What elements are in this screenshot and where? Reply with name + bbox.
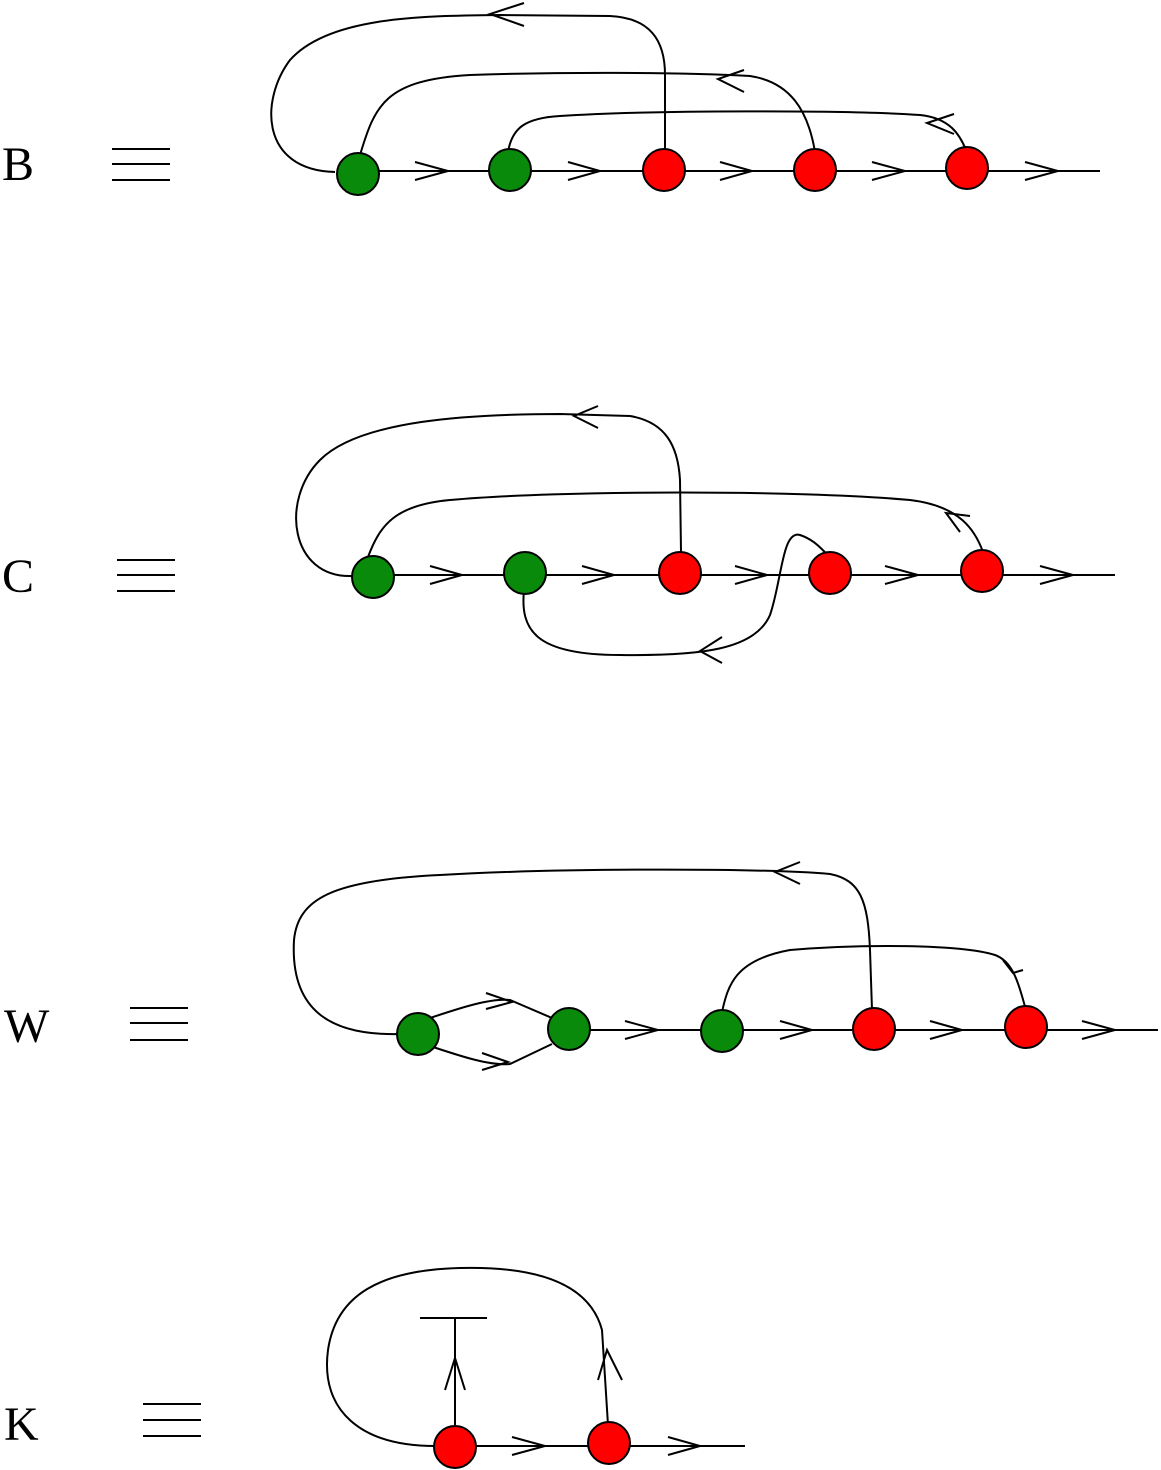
node-red [960,549,1004,593]
feedback-edge [507,110,967,153]
feedback-edge [292,868,873,1036]
node-red [1004,1005,1048,1049]
node-green [351,555,395,599]
feedback-edge [295,412,682,578]
feedback-edge [359,71,816,156]
edge-arrowhead [1002,959,1024,975]
feedback-edge [721,945,1027,1013]
node-green [488,148,532,192]
feedback-edge [522,533,829,657]
edge-arrowhead [485,992,516,1010]
node-red [587,1421,631,1465]
equivalence-symbol [130,1007,188,1041]
equivalence-symbol [143,1403,201,1437]
node-red [642,148,686,192]
node-red [433,1425,477,1469]
diagram-b: B [2,2,1100,196]
diagram-label-c: C [2,550,34,603]
arrowheads [511,1436,704,1456]
diagram-label-w: W [4,1000,50,1053]
edge-arrowhead [772,861,801,885]
node-green [396,1012,440,1056]
edge-arrowhead [943,511,971,533]
diagram-k: K [4,1266,745,1469]
parallel-edge [429,998,553,1019]
node-green [503,551,547,595]
feedback-edge [326,1266,609,1447]
arrowheads [624,1020,1119,1040]
equivalence-symbol [117,559,175,592]
edge-arrowhead [924,113,955,135]
diagram-w: W [4,861,1158,1071]
edge-arrowhead [698,636,723,664]
edge-arrowhead [715,69,745,93]
edge-arrowhead [597,1347,623,1381]
node-red [808,551,852,595]
parallel-edge [429,1043,553,1066]
node-green [700,1009,744,1053]
edge-arrowhead [571,405,599,429]
node-red [852,1007,896,1051]
node-red [658,551,702,595]
node-green [547,1007,591,1051]
edge-arrowhead [481,1052,512,1071]
edge-arrowhead [486,2,525,27]
feedback-edge [270,13,666,173]
diagram-c: C [2,405,1115,664]
arrowheads [414,161,1062,181]
feedback-edge [367,491,984,558]
node-red [793,148,837,192]
diagram-label-b: B [2,138,34,191]
diagram-label-k: K [4,1398,39,1451]
node-green [336,152,380,196]
node-red [945,146,989,190]
edge-arrowhead [444,1354,466,1391]
equivalence-symbol [112,148,170,181]
arrowheads [429,565,1077,585]
